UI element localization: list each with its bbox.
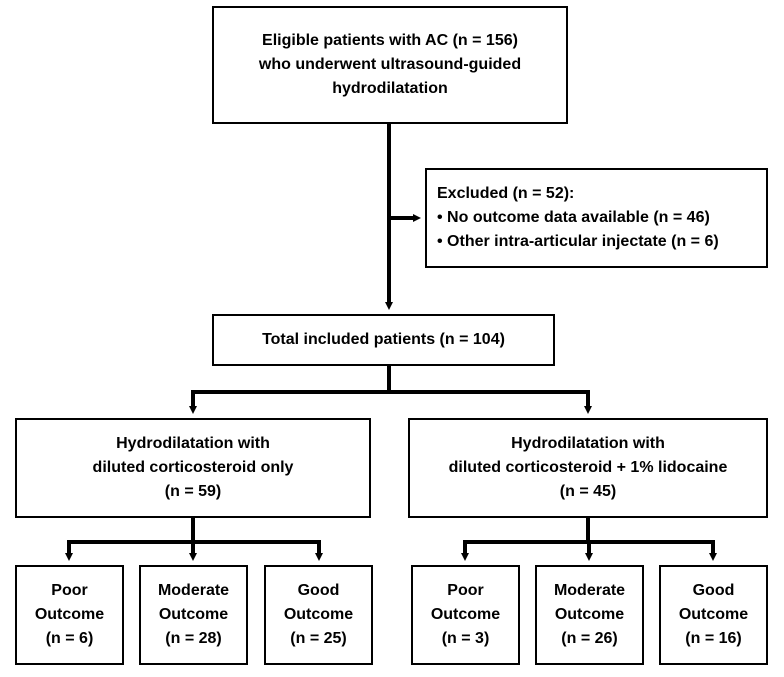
left-moderate-outcome-box: Moderate Outcome (n = 28): [139, 565, 248, 665]
outcome-count: (n = 25): [290, 630, 347, 647]
group-right-line-3: (n = 45): [559, 483, 617, 500]
excluded-item-other-injectate: Other intra-articular injectate (n = 6): [437, 230, 719, 254]
eligible-line-1: Eligible patients with AC (n = 156): [262, 32, 518, 49]
excluded-item-no-outcome: No outcome data available (n = 46): [437, 206, 710, 230]
outcome-label: Outcome: [283, 606, 354, 623]
outcome-count: (n = 16): [685, 630, 742, 647]
outcome-level: Good: [692, 582, 735, 599]
group-left-line-2: diluted corticosteroid only: [92, 459, 294, 476]
outcome-count: (n = 6): [45, 630, 94, 647]
group-corticosteroid-lidocaine-box: Hydrodilatation with diluted corticoster…: [408, 418, 768, 518]
right-poor-outcome-box: Poor Outcome (n = 3): [411, 565, 520, 665]
excluded-box: Excluded (n = 52): No outcome data avail…: [425, 168, 768, 268]
right-moderate-outcome-box: Moderate Outcome (n = 26): [535, 565, 644, 665]
outcome-label: Outcome: [430, 606, 501, 623]
group-corticosteroid-only-box: Hydrodilatation with diluted corticoster…: [15, 418, 371, 518]
left-poor-outcome-box: Poor Outcome (n = 6): [15, 565, 124, 665]
outcome-count: (n = 3): [441, 630, 490, 647]
right-good-outcome-box: Good Outcome (n = 16): [659, 565, 768, 665]
excluded-title: Excluded (n = 52):: [437, 185, 575, 202]
outcome-level: Moderate: [553, 582, 626, 599]
total-included-label: Total included patients (n = 104): [262, 331, 505, 348]
total-included-box: Total included patients (n = 104): [212, 314, 555, 366]
group-right-line-1: Hydrodilatation with: [511, 435, 665, 452]
outcome-level: Poor: [51, 582, 88, 599]
outcome-label: Outcome: [554, 606, 625, 623]
outcome-count: (n = 28): [165, 630, 222, 647]
outcome-level: Poor: [447, 582, 484, 599]
outcome-level: Moderate: [157, 582, 230, 599]
group-right-line-2: diluted corticosteroid + 1% lidocaine: [448, 459, 728, 476]
outcome-label: Outcome: [34, 606, 105, 623]
group-left-line-1: Hydrodilatation with: [116, 435, 270, 452]
eligible-patients-box: Eligible patients with AC (n = 156) who …: [212, 6, 568, 124]
eligible-line-2: who underwent ultrasound-guided: [258, 56, 522, 73]
left-good-outcome-box: Good Outcome (n = 25): [264, 565, 373, 665]
outcome-label: Outcome: [678, 606, 749, 623]
outcome-label: Outcome: [158, 606, 229, 623]
group-left-line-3: (n = 59): [164, 483, 222, 500]
outcome-level: Good: [297, 582, 340, 599]
eligible-line-3: hydrodilatation: [332, 80, 448, 97]
outcome-count: (n = 26): [561, 630, 618, 647]
